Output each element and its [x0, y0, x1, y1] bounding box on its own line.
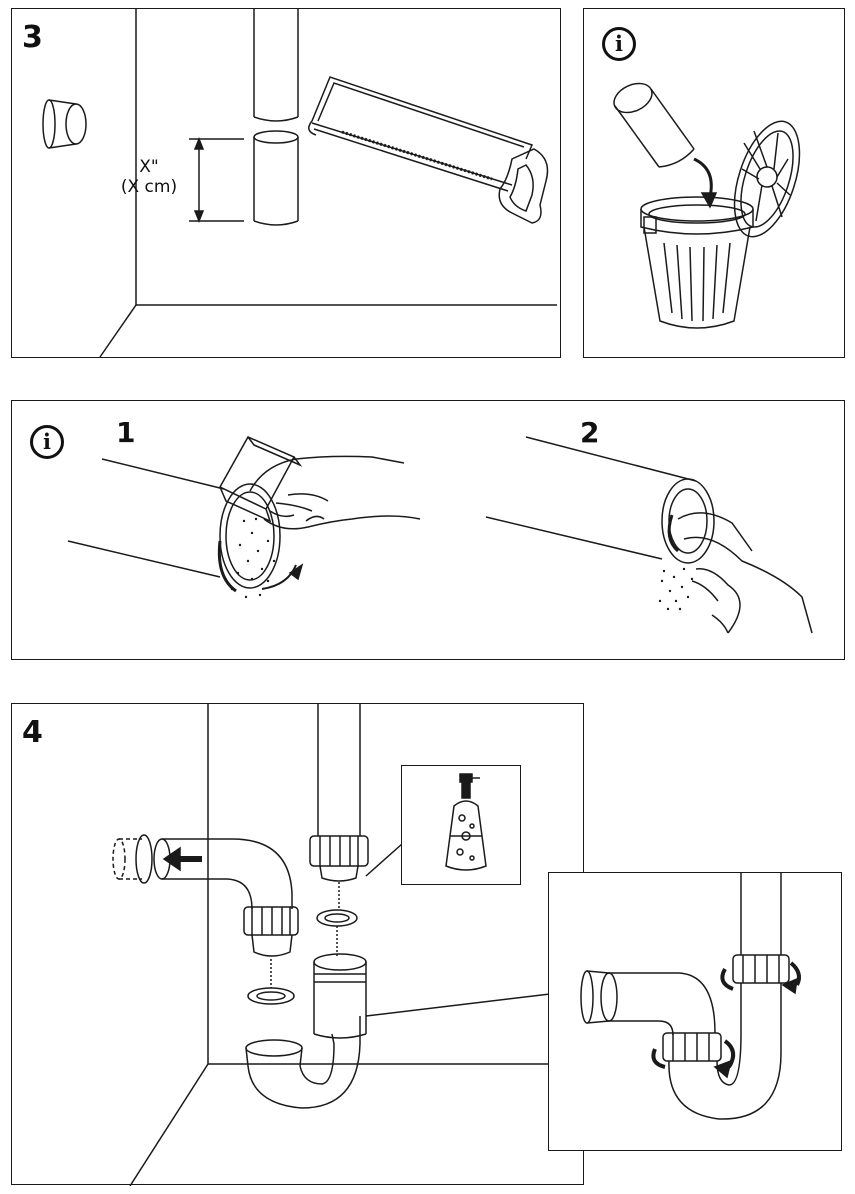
- substep-number-2: 2: [580, 416, 600, 449]
- step3-panel: 3: [11, 8, 561, 358]
- hacksaw-icon: [308, 76, 549, 224]
- deburr-illustration: [67, 436, 813, 634]
- measurement-label: X" (X cm): [114, 157, 184, 197]
- discard-illustration: [613, 82, 801, 329]
- step4-panel: 4: [11, 703, 585, 1186]
- soap-inset: [401, 765, 521, 885]
- step4-illustration: [112, 704, 585, 1186]
- soap-bottle-icon: [445, 773, 487, 871]
- info-circle-icon: i: [30, 425, 64, 459]
- sponge: [218, 436, 303, 523]
- bin-lid: [733, 120, 801, 238]
- substep-number-1: 1: [116, 416, 136, 449]
- dust-particles: [230, 517, 694, 611]
- wall-pipe-stub: [112, 834, 171, 884]
- measurement-inches: X": [139, 157, 159, 177]
- info-circle-icon: i: [602, 27, 636, 61]
- trash-bin-icon: [640, 196, 754, 329]
- discard-panel: i: [583, 8, 845, 358]
- tightening-illustration: [580, 873, 801, 1120]
- hand-1: [249, 455, 421, 530]
- step-number-4: 4: [22, 715, 43, 750]
- hand-2: [677, 512, 813, 634]
- tightening-detail-panel: [548, 872, 842, 1151]
- measurement-cm: (X cm): [120, 177, 178, 197]
- step3-illustration: [42, 9, 557, 358]
- wall-pipe-stub: [42, 99, 87, 149]
- step-number-3: 3: [22, 20, 43, 55]
- deburr-panel: i 1 2: [11, 400, 845, 660]
- cut-pipe-piece: [613, 82, 695, 168]
